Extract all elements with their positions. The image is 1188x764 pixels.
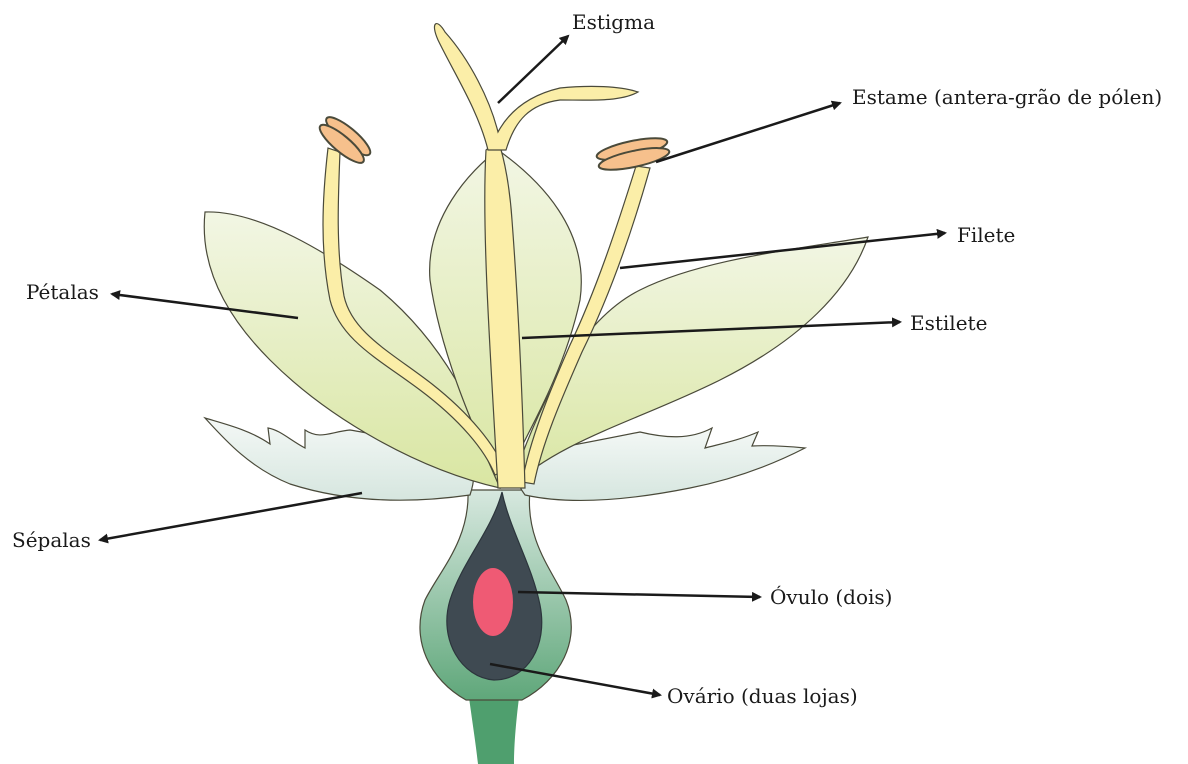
- label-filete: Filete: [957, 225, 1015, 245]
- label-estigma: Estigma: [572, 12, 655, 32]
- label-ovario: Ovário (duas lojas): [667, 686, 858, 706]
- stem: [468, 690, 520, 764]
- anther-left: [315, 112, 375, 168]
- arrow-sepalas: [100, 493, 362, 540]
- label-estame: Estame (antera-grão de pólen): [852, 87, 1162, 107]
- label-sepalas: Sépalas: [12, 530, 91, 550]
- label-estilete: Estilete: [910, 313, 987, 333]
- arrow-estame: [656, 103, 840, 162]
- stigma: [434, 24, 638, 150]
- anther-right: [595, 134, 671, 174]
- ovule: [473, 568, 513, 636]
- label-ovulo: Óvulo (dois): [770, 587, 892, 607]
- label-petalas: Pétalas: [26, 282, 99, 302]
